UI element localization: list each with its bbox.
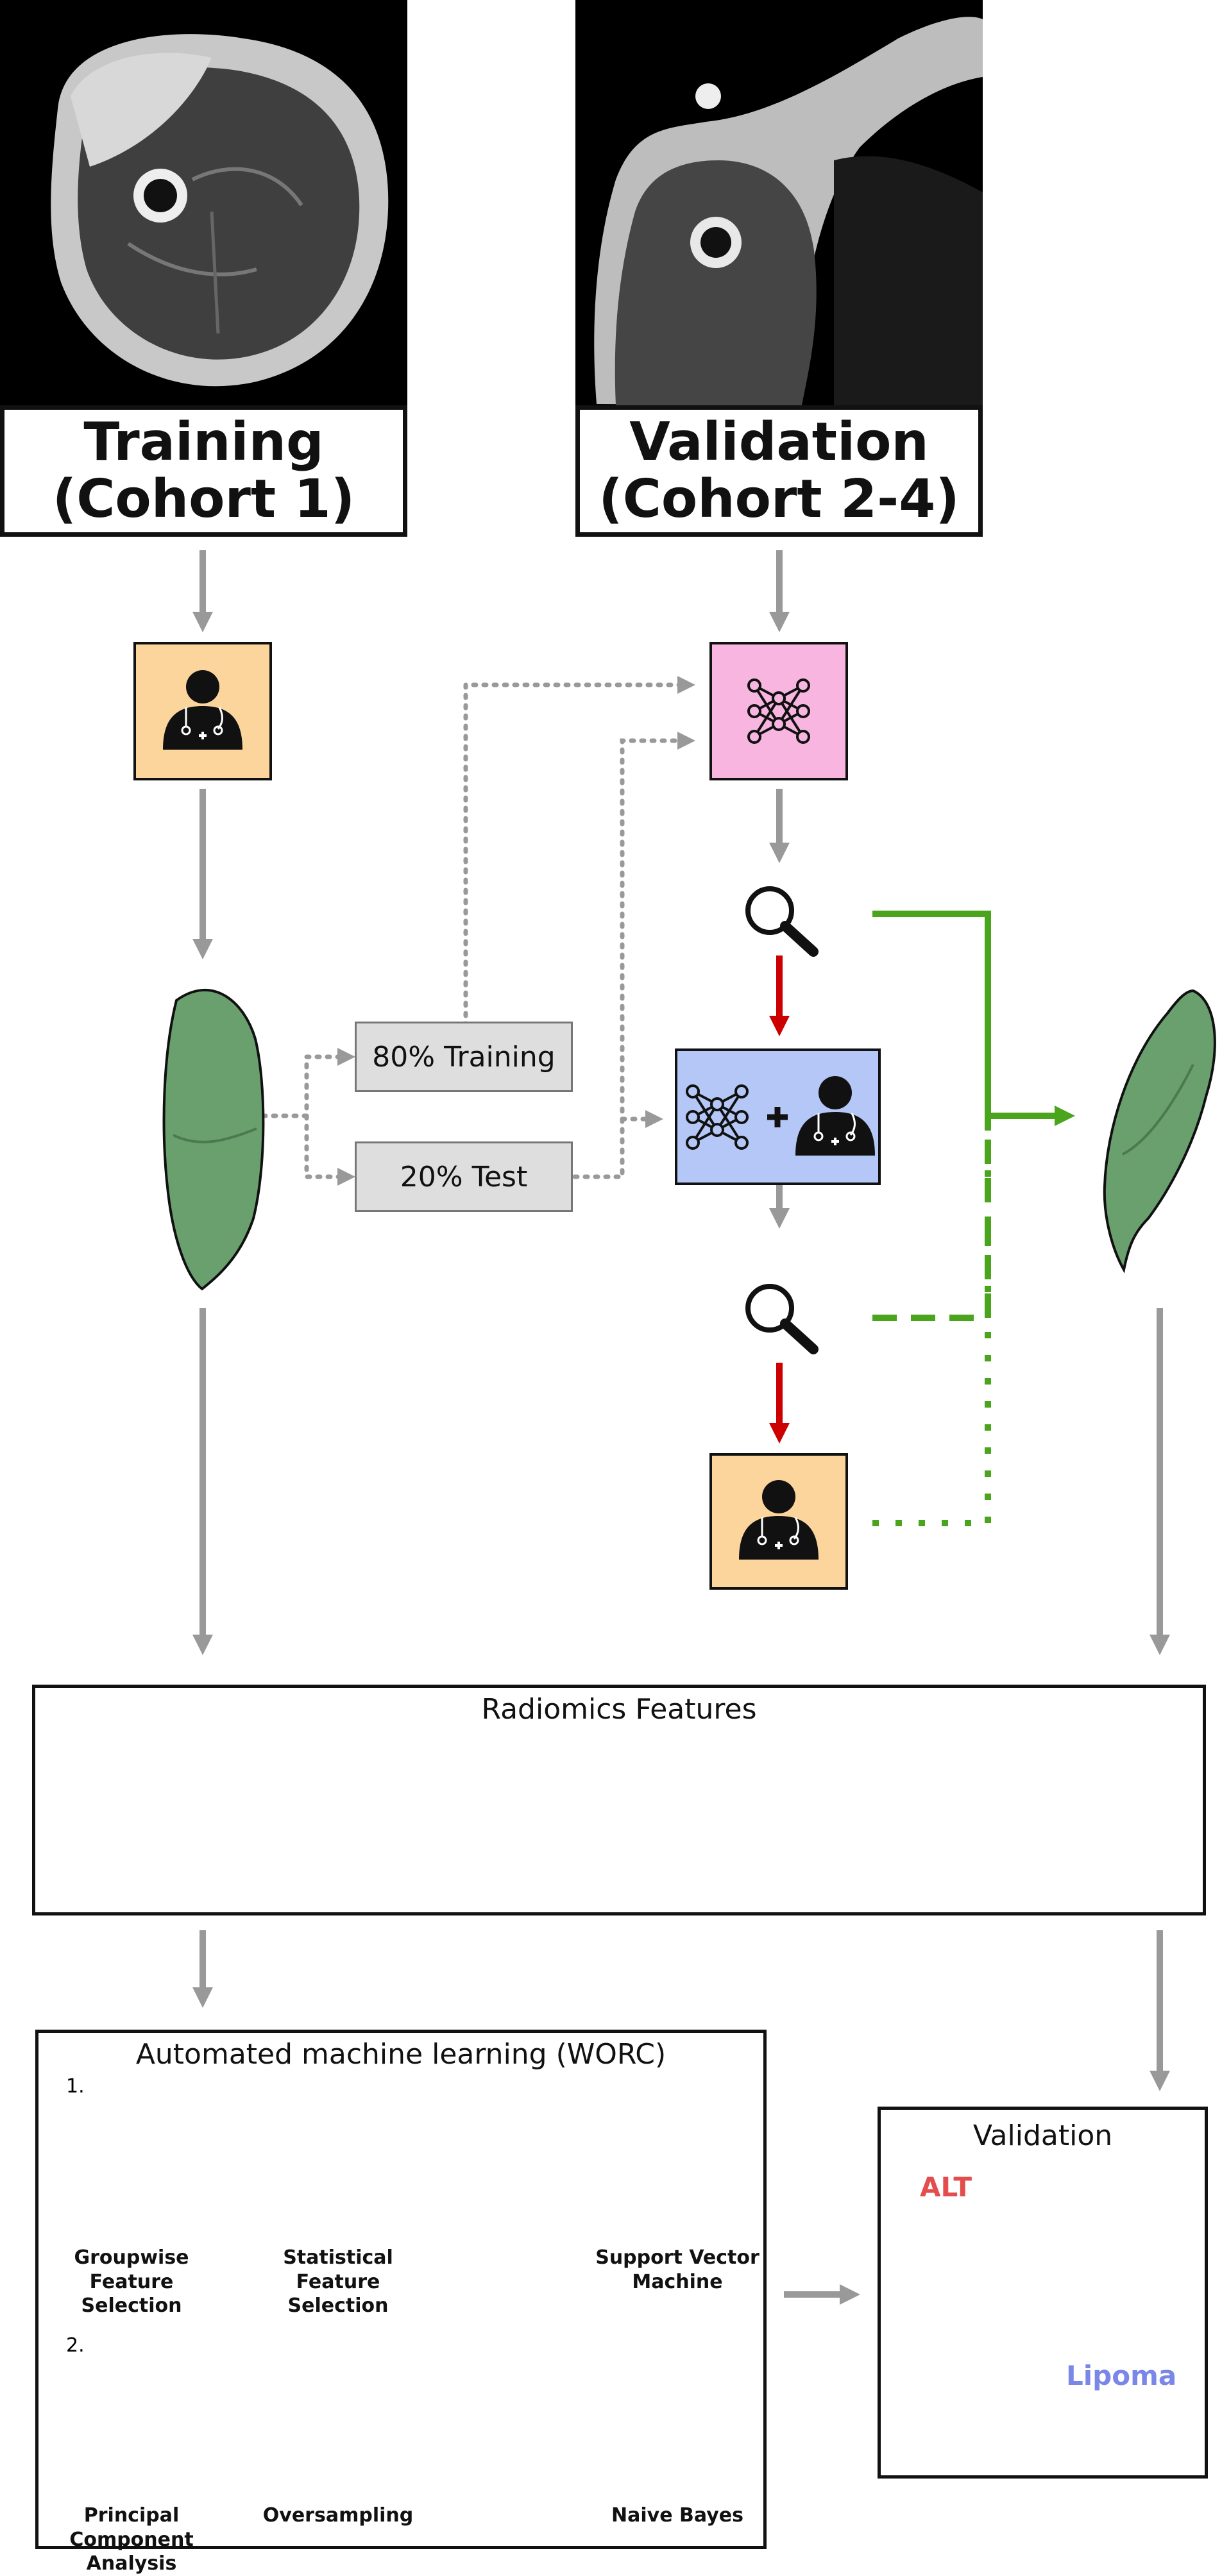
validation-cohort-label: Validation (Cohort 2-4) [575, 405, 983, 537]
dotted-arrow-to-training [260, 1048, 355, 1118]
segmentation-left [162, 988, 265, 1291]
worc-row2-number: 2. [66, 2334, 85, 2357]
training-cohort-label: Training (Cohort 1) [0, 405, 407, 537]
dotted-arrow-to-test [304, 1113, 355, 1186]
class-label-alt: ALT [920, 2171, 972, 2203]
label-support-vector-machine: Support Vector Machine [595, 2246, 760, 2293]
split-training-label: 80% Training [372, 1040, 556, 1073]
validation-panel-title: Validation [972, 2119, 1113, 2152]
training-mri-image [0, 0, 407, 405]
validation-panel [878, 2107, 1208, 2479]
label-groupwise-feature-selection: Groupwise Feature Selection [74, 2246, 189, 2317]
validation-cohort-line1: Validation [629, 411, 929, 473]
neural-network-icon [747, 678, 810, 744]
class-label-lipoma: Lipoma [1066, 2360, 1177, 2391]
label-oversampling: Oversampling [262, 2504, 414, 2527]
worc-title: Automated machine learning (WORC) [135, 2038, 666, 2071]
training-cohort-line1: Training [83, 411, 324, 473]
green-dotted-line [872, 1119, 991, 1526]
network-box [709, 642, 848, 780]
plus-icon [767, 1107, 788, 1127]
radiologist-icon [163, 670, 242, 750]
split-training-box: 80% Training [355, 1022, 573, 1092]
radiologist-icon [795, 1076, 875, 1156]
radiologist-icon [739, 1480, 819, 1560]
training-cohort-line2: (Cohort 1) [52, 468, 355, 530]
split-test-box: 20% Test [355, 1141, 573, 1212]
magnifier-icon [745, 1284, 819, 1354]
split-test-label: 20% Test [400, 1160, 528, 1193]
segmentation-right [1103, 989, 1216, 1274]
combined-model-box [675, 1048, 881, 1185]
green-dashed-line [872, 1119, 991, 1321]
label-statistical-feature-selection: Statistical Feature Selection [283, 2246, 393, 2317]
neural-network-icon [686, 1084, 749, 1150]
dotted-arrow-test-to-network [572, 732, 695, 1179]
radiomics-features-title: Radiomics Features [481, 1693, 757, 1726]
label-principal-component-analysis: Principal Component Analysis [69, 2504, 194, 2575]
radiologist-box-bottom [709, 1453, 848, 1590]
validation-mri-image [575, 0, 983, 405]
worc-row1-number: 1. [66, 2075, 85, 2098]
radiologist-box-top [133, 642, 272, 780]
dotted-arrow-training-to-network [463, 676, 695, 1029]
green-arrow-to-segmentation [872, 911, 1076, 1127]
radiomics-features-panel [32, 1685, 1206, 1915]
label-naive-bayes: Naive Bayes [611, 2504, 743, 2527]
validation-cohort-line2: (Cohort 2-4) [598, 468, 960, 530]
magnifier-icon [745, 886, 819, 957]
worc-panel [35, 2030, 767, 2549]
